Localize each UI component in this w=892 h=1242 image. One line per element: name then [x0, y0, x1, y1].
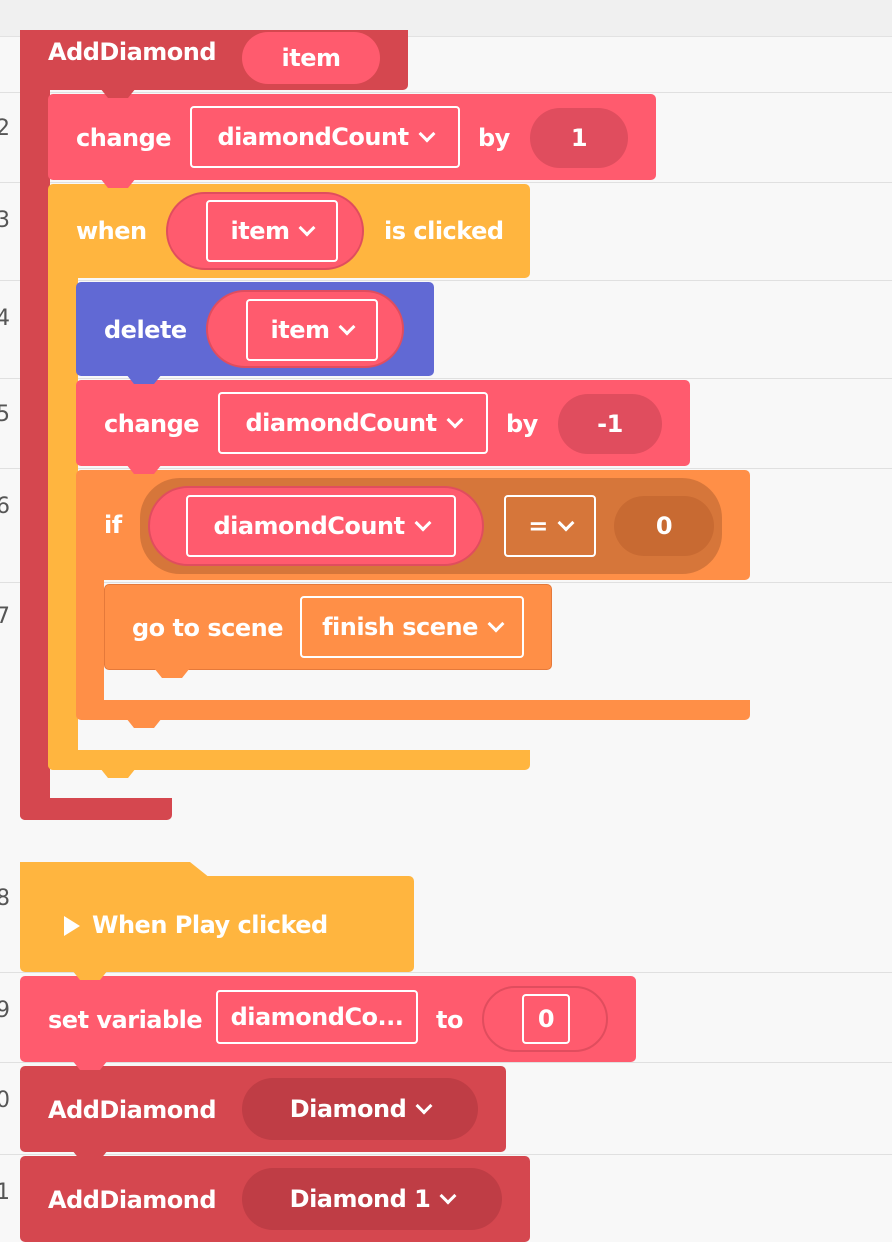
call-label: AddDiamond — [48, 1096, 217, 1124]
set-value-input[interactable]: 0 — [522, 994, 570, 1044]
change-label: change — [104, 410, 200, 438]
line-number: 6 — [0, 494, 10, 519]
connector-notch — [72, 1060, 108, 1070]
delete-label: delete — [104, 316, 187, 344]
scene-dropdown-value: finish scene — [322, 613, 478, 641]
line-divider — [0, 280, 892, 281]
connector-notch — [126, 464, 162, 474]
call-argument-value: Diamond 1 — [289, 1185, 431, 1213]
set-variable-dropdown[interactable]: diamondCo... — [216, 990, 418, 1044]
line-divider — [0, 972, 892, 973]
line-divider — [0, 1154, 892, 1155]
if-block-arm — [76, 570, 104, 718]
condition-variable-value: diamondCount — [213, 512, 405, 540]
amount-input[interactable]: 1 — [530, 108, 628, 168]
by-label: by — [478, 124, 510, 152]
chevron-down-icon — [439, 1187, 457, 1205]
connector-notch — [100, 768, 136, 778]
line-divider — [0, 378, 892, 379]
connector-notch — [154, 668, 190, 678]
condition-right-input[interactable]: 0 — [614, 496, 714, 556]
to-label: to — [436, 1006, 463, 1034]
condition-left-pill[interactable] — [148, 486, 484, 566]
hat-block-cap — [20, 862, 210, 878]
function-param-label: item — [281, 44, 341, 72]
line-number: 8 — [0, 886, 10, 911]
chevron-down-icon — [418, 125, 436, 143]
variable-dropdown[interactable]: diamondCount — [218, 392, 488, 454]
connector-notch — [100, 88, 136, 98]
when-target-dropdown[interactable]: item — [206, 200, 338, 262]
line-number: 2 — [0, 116, 10, 141]
set-value-pill[interactable] — [482, 986, 608, 1052]
call-argument-dropdown[interactable]: Diamond — [242, 1078, 478, 1140]
play-label: When Play clicked — [92, 911, 328, 939]
when-play-clicked-block[interactable] — [20, 876, 414, 972]
call-argument-value: Diamond — [289, 1095, 407, 1123]
delete-target-value: item — [270, 316, 330, 344]
line-number: 3 — [0, 208, 10, 233]
variable-dropdown-value: diamondCount — [217, 123, 409, 151]
function-body-arm — [20, 80, 50, 820]
delete-target-pill[interactable] — [206, 290, 404, 368]
chevron-down-icon — [557, 514, 575, 532]
connector-notch — [126, 374, 162, 384]
function-name: AddDiamond — [48, 38, 217, 66]
line-number: 1 — [0, 1180, 10, 1205]
line-divider — [0, 92, 892, 93]
chevron-down-icon — [446, 411, 464, 429]
chevron-down-icon — [415, 1097, 433, 1115]
if-block-footer — [76, 700, 750, 720]
connector-notch — [72, 1150, 108, 1160]
line-number: 4 — [0, 306, 10, 331]
condition-variable-dropdown[interactable]: diamondCount — [186, 495, 456, 557]
change-label: change — [76, 124, 172, 152]
line-number: 7 — [0, 604, 10, 629]
operator-dropdown[interactable]: = — [504, 495, 596, 557]
call-argument-dropdown[interactable]: Diamond 1 — [242, 1168, 502, 1230]
event-label: is clicked — [384, 217, 504, 245]
chevron-down-icon — [338, 318, 356, 336]
when-target-value: item — [230, 217, 290, 245]
connector-notch — [100, 178, 136, 188]
amount-value: -1 — [597, 410, 623, 438]
set-value: 0 — [537, 1005, 555, 1033]
delete-target-dropdown[interactable]: item — [246, 299, 378, 361]
scene-dropdown[interactable]: finish scene — [300, 596, 524, 658]
if-label: if — [104, 511, 122, 539]
when-block-footer — [48, 750, 530, 770]
line-divider — [0, 468, 892, 469]
condition-right-value: 0 — [655, 512, 673, 540]
when-block-arm — [48, 270, 78, 770]
play-icon — [64, 916, 80, 936]
connector-notch — [126, 718, 162, 728]
chevron-down-icon — [414, 514, 432, 532]
call-label: AddDiamond — [48, 1186, 217, 1214]
go-to-scene-block[interactable] — [104, 584, 552, 670]
function-param-pill[interactable]: item — [242, 32, 380, 84]
line-divider — [0, 182, 892, 183]
set-variable-value: diamondCo... — [230, 1003, 404, 1031]
amount-value: 1 — [570, 124, 588, 152]
variable-dropdown[interactable]: diamondCount — [190, 106, 460, 168]
line-number: 9 — [0, 998, 10, 1023]
chevron-down-icon — [487, 615, 505, 633]
when-target-pill[interactable] — [166, 192, 364, 270]
set-variable-label: set variable — [48, 1006, 203, 1034]
function-block-footer — [20, 798, 172, 820]
play-trigger: When Play clicked — [64, 910, 328, 940]
connector-notch — [72, 970, 108, 980]
amount-input[interactable]: -1 — [558, 394, 662, 454]
operator-value: = — [528, 512, 548, 540]
by-label: by — [506, 410, 538, 438]
line-number: 5 — [0, 402, 10, 427]
when-label: when — [76, 217, 147, 245]
line-divider — [0, 1062, 892, 1063]
variable-dropdown-value: diamondCount — [245, 409, 437, 437]
go-to-scene-label: go to scene — [132, 614, 284, 642]
line-number: 0 — [0, 1088, 10, 1113]
line-divider — [0, 582, 892, 583]
chevron-down-icon — [298, 219, 316, 237]
